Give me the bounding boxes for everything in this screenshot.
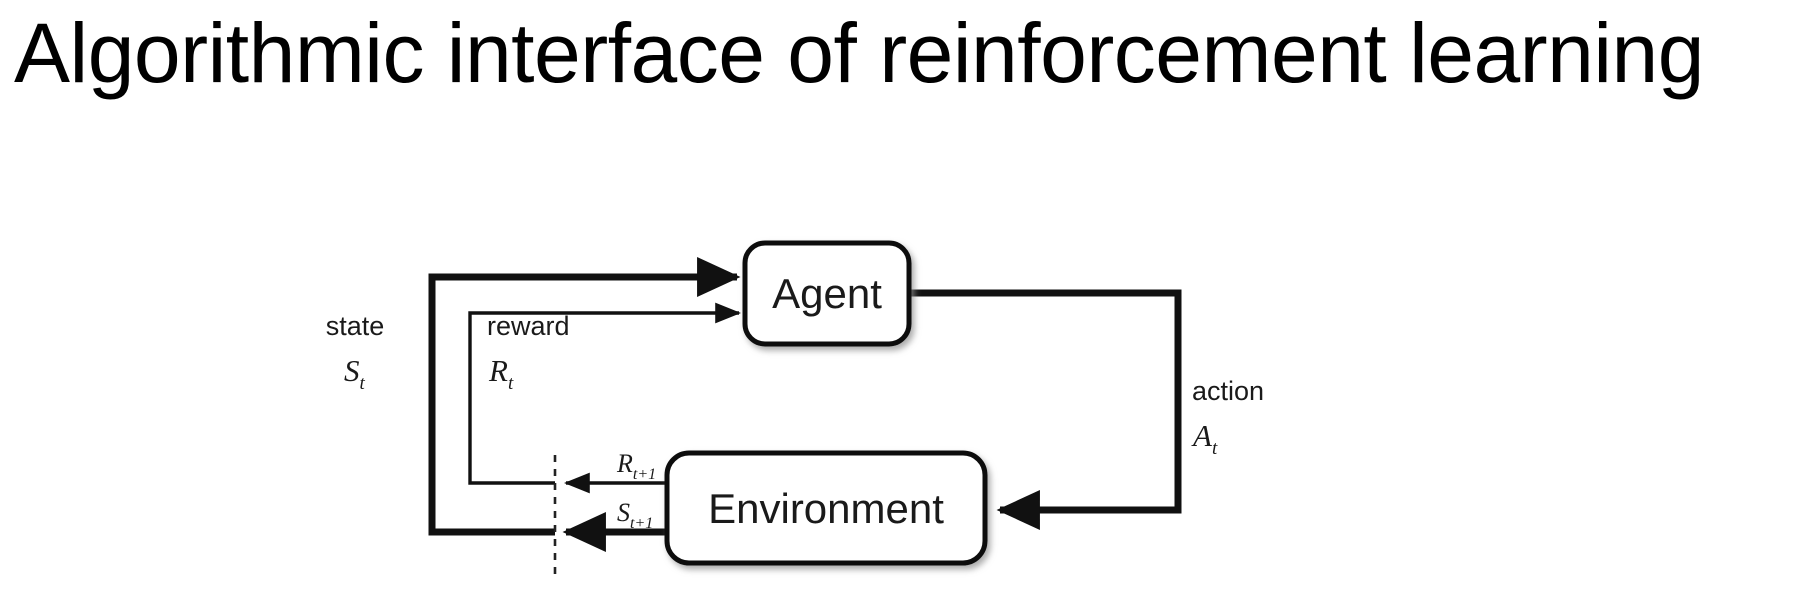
reward-symbol-group: Rt <box>488 353 514 394</box>
environment-label: Environment <box>708 485 944 532</box>
state-symbol-subscript: t <box>360 373 366 394</box>
reward-label-text: reward <box>487 311 570 341</box>
state-feedback-line <box>428 257 741 536</box>
state-symbol: S <box>344 353 360 388</box>
state-label-text: state <box>326 311 385 341</box>
reward-symbol-subscript: t <box>508 373 514 394</box>
reward-symbol: R <box>488 353 508 388</box>
label-action: action At <box>1191 376 1264 459</box>
agent-box[interactable] <box>742 240 912 347</box>
action-symbol: A <box>1191 418 1213 453</box>
agent-label: Agent <box>772 270 882 317</box>
state-symbol-group: St <box>344 353 366 394</box>
environment-box[interactable] <box>664 450 988 566</box>
reward-next-subscript: t+1 <box>633 466 656 483</box>
edge-action-forward <box>908 289 1182 530</box>
reward-next-symbol-group: Rt+1 <box>616 449 656 483</box>
action-symbol-subscript: t <box>1212 438 1218 459</box>
page-title: Algorithmic interface of reinforcement l… <box>14 6 1704 100</box>
reward-feedback-line <box>468 302 742 485</box>
action-label-text: action <box>1192 376 1264 406</box>
action-symbol-group: At <box>1191 418 1218 459</box>
node-environment[interactable]: Environment <box>664 450 988 566</box>
state-next-symbol-group: St+1 <box>617 498 653 532</box>
action-forward-line <box>908 289 1182 530</box>
state-next-symbol: S <box>617 498 630 527</box>
label-reward: reward Rt <box>487 311 570 394</box>
label-state: state St <box>326 311 385 394</box>
node-agent[interactable]: Agent <box>742 240 912 347</box>
state-next-subscript: t+1 <box>630 515 653 532</box>
reward-next-symbol: R <box>616 449 633 478</box>
